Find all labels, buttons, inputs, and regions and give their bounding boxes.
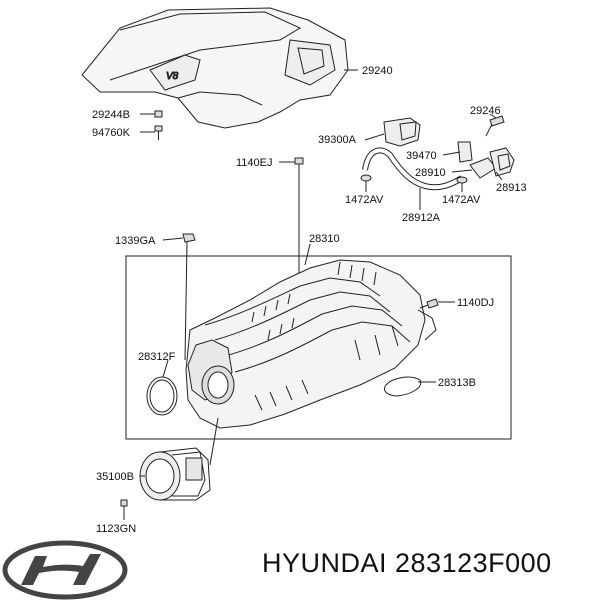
hyundai-logo-icon (2, 540, 128, 600)
label-1472av-right: 1472AV (442, 194, 481, 206)
label-1140dj: 1140DJ (457, 297, 494, 309)
hose-28912a (362, 147, 464, 191)
footer-caption: HYUNDAI 283123F000 (262, 548, 552, 579)
label-28910: 28910 (415, 167, 446, 179)
label-29244b: 29244B (92, 109, 130, 121)
label-28313b: 28313B (438, 377, 476, 389)
bolt-94760k (154, 125, 163, 140)
engine-cover (81, 7, 349, 129)
part-28913 (489, 147, 515, 177)
cover-emblem: V8 (166, 71, 179, 82)
bolt-1140dj (419, 298, 439, 309)
clamp-1472av-right (456, 176, 468, 184)
label-39300a: 39300A (318, 134, 357, 146)
fastener-29244b (154, 110, 163, 118)
leader-lines (123, 69, 503, 520)
label-28310: 28310 (309, 233, 340, 245)
label-35100b: 35100B (96, 471, 134, 483)
brand-name: HYUNDAI (262, 548, 388, 578)
gasket-28313b (383, 376, 422, 397)
label-28312f: 28312F (138, 351, 176, 363)
bolt-29246 (485, 115, 505, 137)
nut-1339ga (182, 233, 196, 361)
sensor-39300a (383, 117, 421, 147)
label-29240: 29240 (362, 65, 393, 77)
label-28913: 28913 (496, 182, 527, 194)
assembly-frame (125, 255, 512, 440)
gasket-28312f (146, 376, 178, 416)
label-28912a: 28912A (402, 212, 441, 224)
clamp-1472av-left (360, 174, 372, 182)
throttle-port (201, 365, 235, 405)
bracket-39470 (457, 141, 473, 163)
label-1123gn: 1123GN (96, 523, 136, 535)
label-39470: 39470 (406, 150, 437, 162)
label-1472av-left: 1472AV (345, 194, 384, 206)
label-94760k: 94760K (92, 127, 131, 139)
label-1339ga: 1339GA (115, 235, 156, 247)
screw-1123gn (120, 499, 128, 514)
label-1140ej: 1140EJ (236, 157, 273, 169)
throttle-body-35100b (139, 417, 219, 501)
label-29246: 29246 (470, 105, 501, 117)
part-number: 283123F000 (395, 548, 552, 578)
